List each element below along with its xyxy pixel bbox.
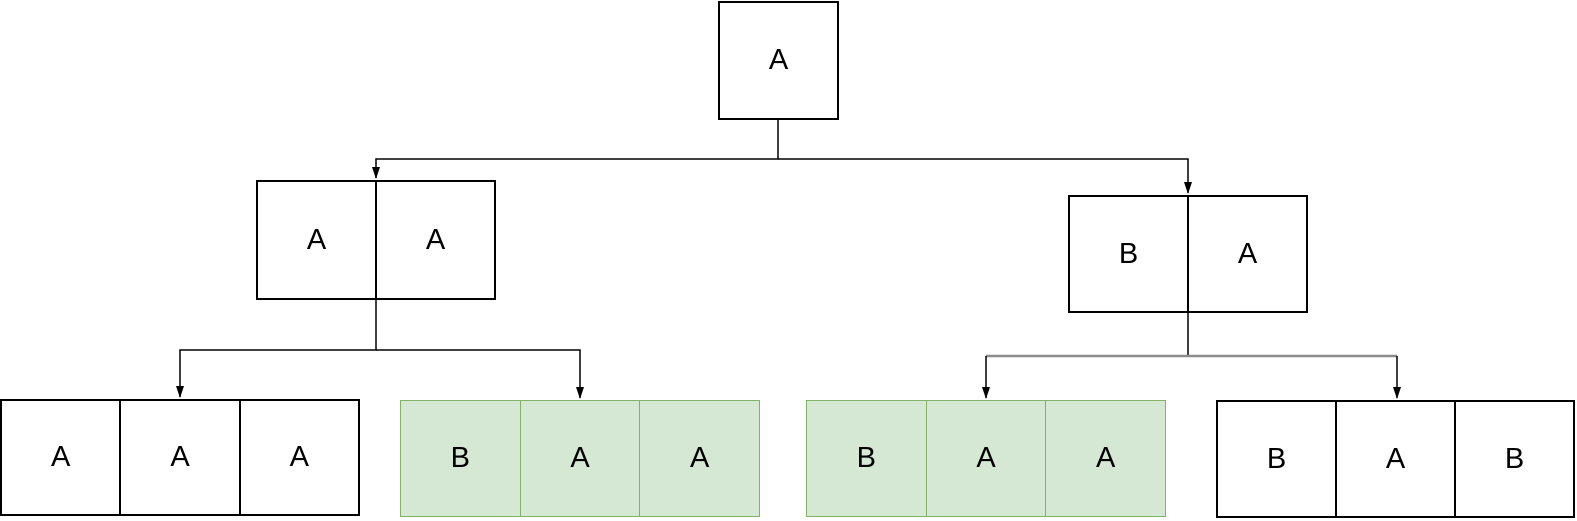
root-node: A — [718, 1, 839, 120]
node-cell: A — [1335, 402, 1454, 516]
node-cell: A — [519, 401, 640, 516]
node-cell: A — [1045, 401, 1165, 516]
level3-group-1: A A A — [0, 399, 360, 516]
edge-left-to-group-1 — [176, 300, 377, 398]
level2-group-right: B A — [1068, 195, 1308, 313]
node-cell: A — [50, 441, 71, 473]
node-cell: B — [1454, 402, 1573, 516]
node-cell: B — [856, 442, 876, 474]
level3-group-4: B A B — [1216, 400, 1575, 518]
node-cell: A — [768, 44, 789, 76]
node-cell: A — [119, 401, 238, 514]
node-cell: A — [925, 401, 1046, 516]
node-cell: A — [238, 401, 358, 514]
edge-left-to-group-2 — [376, 349, 584, 399]
level3-group-2: B A A — [400, 400, 760, 517]
level2-group-left: A A — [256, 180, 496, 300]
node-cell: B — [1266, 442, 1287, 475]
edge-root-to-level2-left — [372, 120, 779, 179]
node-cell: B — [450, 442, 470, 474]
node-cell: A — [375, 182, 494, 298]
node-cell: A — [639, 401, 759, 516]
node-cell: B — [1118, 237, 1139, 270]
node-cell: A — [306, 223, 327, 256]
edge-root-to-level2-right — [778, 158, 1192, 194]
node-cell: A — [1187, 197, 1306, 311]
level3-group-3: B A A — [806, 400, 1166, 517]
